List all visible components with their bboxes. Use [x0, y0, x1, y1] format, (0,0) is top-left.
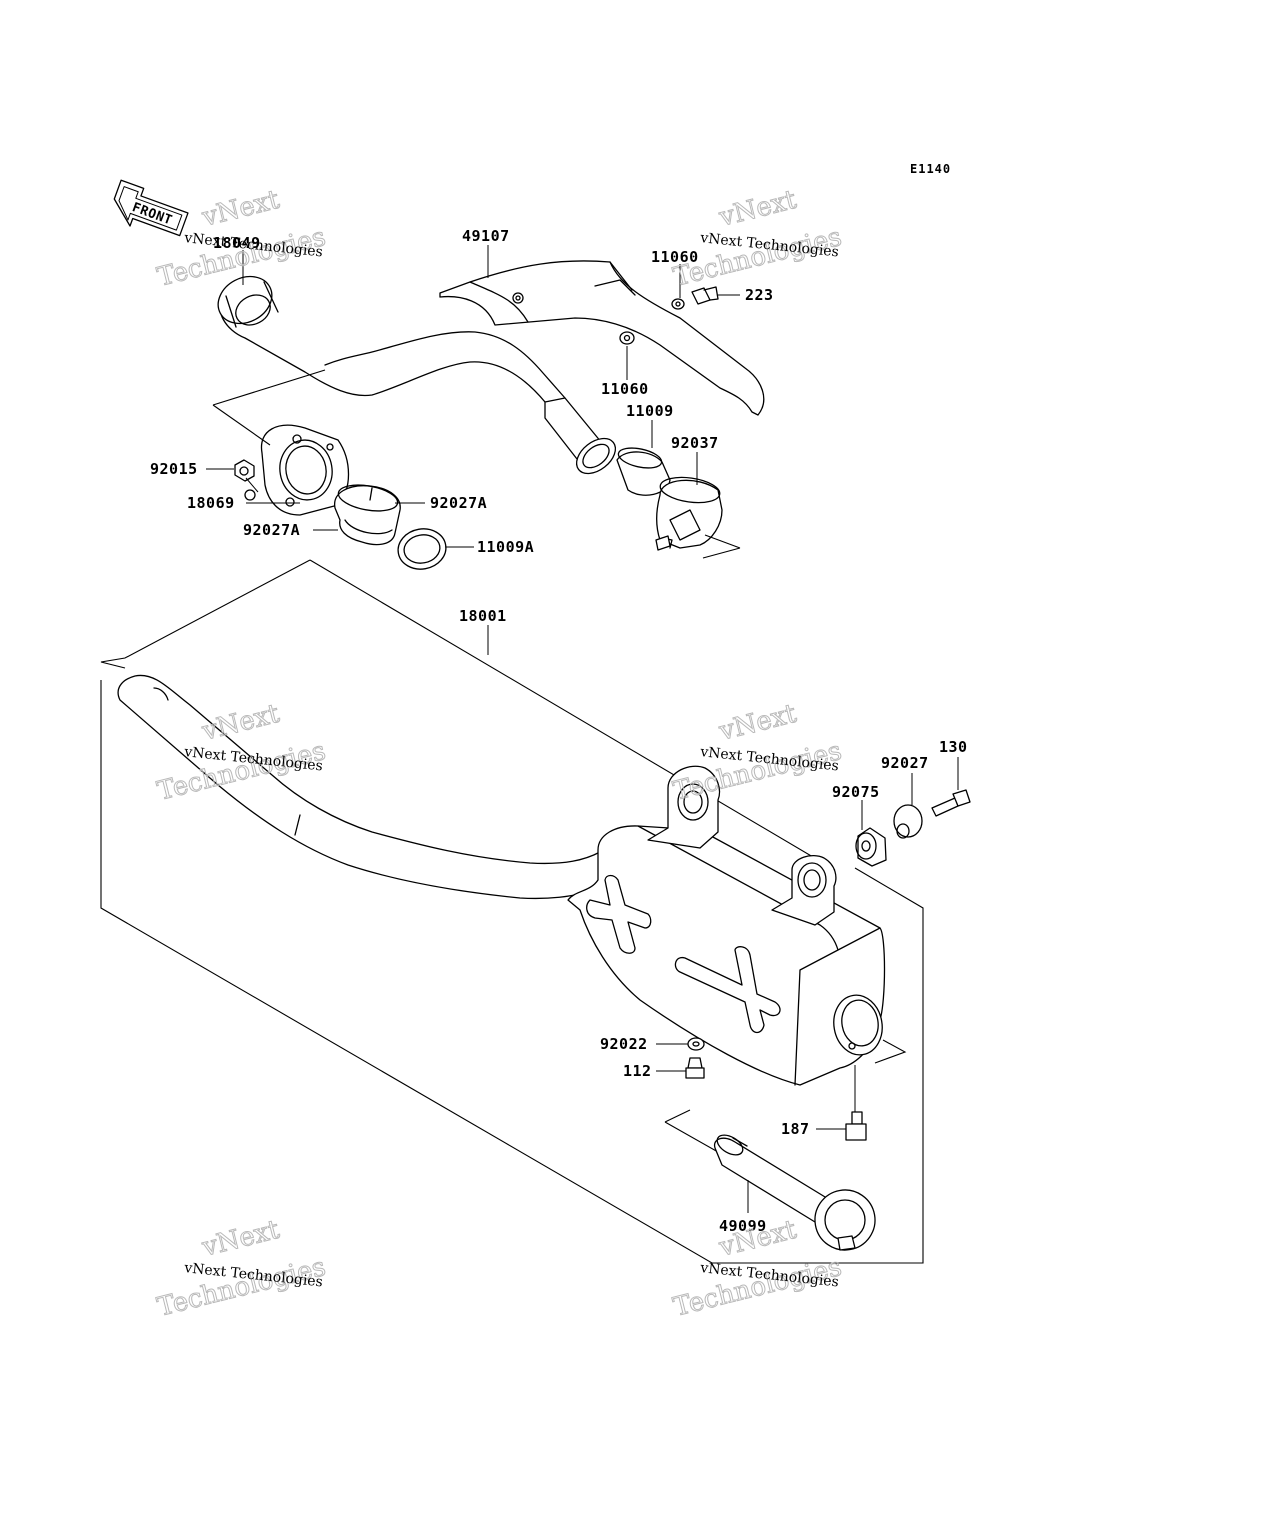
part-label-130: 130 — [939, 738, 968, 756]
part-label-11009a: 11009A — [477, 538, 534, 556]
watermark-bottom-left: vNext Technologies vNext Technologies — [154, 1214, 329, 1323]
part-label-223: 223 — [745, 286, 774, 304]
upper-reference-line — [212, 369, 741, 559]
svg-text:vNext: vNext — [198, 1215, 282, 1263]
exhaust-flange — [260, 424, 350, 516]
heat-guard — [439, 260, 765, 416]
part-label-18069: 18069 — [187, 494, 235, 512]
part-label-92027a-left: 92027A — [243, 521, 300, 539]
washer-92027 — [893, 804, 923, 839]
part-label-49107: 49107 — [462, 227, 510, 245]
part-label-49099: 49099 — [719, 1217, 767, 1235]
part-label-92027: 92027 — [881, 754, 929, 772]
watermark-middle-right: vNext Technologies vNext Technologies — [670, 698, 845, 807]
bolt-187 — [845, 1111, 867, 1141]
bolt-130 — [931, 789, 971, 817]
header-pipe — [219, 300, 573, 437]
part-label-11009: 11009 — [626, 402, 674, 420]
svg-text:vNext: vNext — [198, 185, 282, 233]
front-arrow-icon: FRONT — [113, 179, 189, 237]
part-label-92075: 92075 — [832, 783, 880, 801]
svg-text:vNext: vNext — [198, 699, 282, 747]
split-collar — [334, 484, 401, 546]
part-label-11060-upper: 11060 — [651, 248, 699, 266]
svg-text:vNext: vNext — [715, 185, 799, 233]
watermark-top-left: vNext Technologies vNext Technologies — [154, 184, 329, 293]
washer-92022 — [687, 1037, 705, 1051]
nut-92015 — [234, 459, 256, 501]
part-label-92022: 92022 — [600, 1035, 648, 1053]
watermark-top-right: vNext Technologies vNext Technologies — [670, 184, 845, 293]
gasket-11009a — [397, 528, 447, 570]
part-label-11060-lower: 11060 — [601, 380, 649, 398]
washer-11060-upper — [671, 298, 685, 310]
part-label-187: 187 — [781, 1120, 810, 1138]
clamp-92037 — [655, 476, 723, 551]
svg-text:vNext: vNext — [715, 699, 799, 747]
part-label-92015: 92015 — [150, 460, 198, 478]
bolt-223 — [691, 286, 719, 305]
part-label-92037: 92037 — [671, 434, 719, 452]
gasket-11009 — [616, 447, 671, 496]
muffler-inlet-pipe — [117, 674, 601, 900]
part-label-18001: 18001 — [459, 607, 507, 625]
part-label-18049: 18049 — [213, 234, 261, 252]
part-label-92027a-right: 92027A — [430, 494, 487, 512]
spark-arrester — [713, 1134, 876, 1251]
muffler-assembly-frame — [100, 559, 924, 1264]
leader-lines — [206, 245, 959, 1213]
diagram-code: E1140 — [910, 162, 951, 176]
damper-92075 — [855, 827, 887, 867]
muffler-body — [567, 765, 886, 1086]
bolt-112 — [685, 1057, 705, 1079]
part-label-112: 112 — [623, 1062, 652, 1080]
nut-11060-lower — [619, 331, 635, 345]
